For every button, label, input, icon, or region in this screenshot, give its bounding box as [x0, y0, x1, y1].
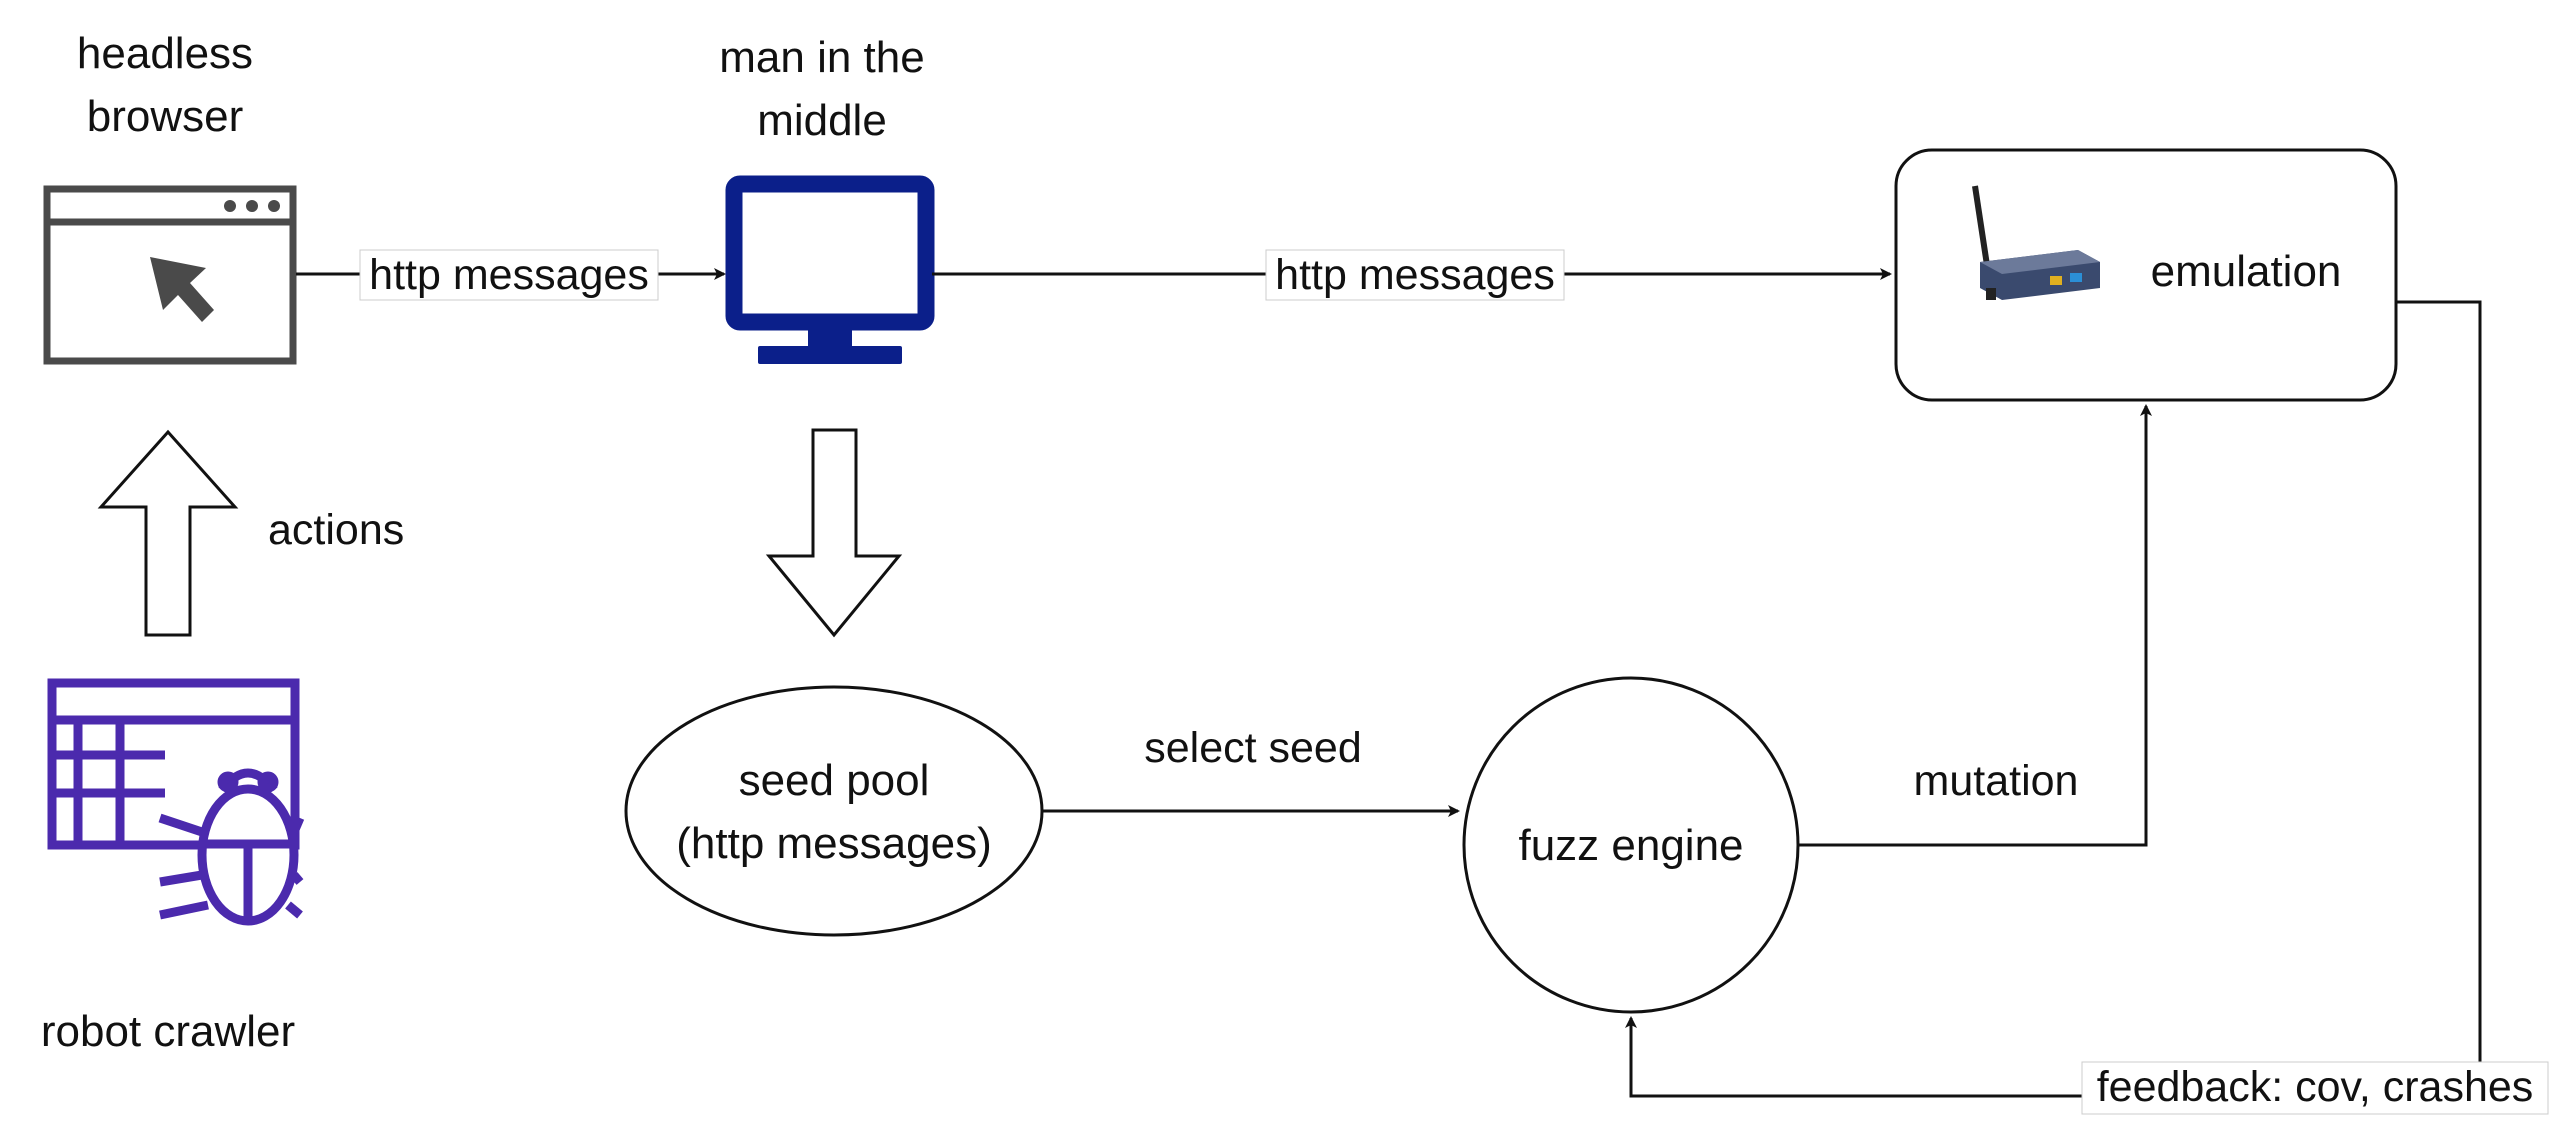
seed-pool-ellipse	[624, 685, 1044, 937]
monitor-icon	[725, 175, 935, 364]
edge-mutation	[1798, 404, 2152, 847]
actions-label: actions	[268, 506, 404, 554]
edge-feedback	[1625, 300, 2482, 1098]
fuzz-engine-label: fuzz engine	[1518, 821, 1743, 870]
emulation-box	[1894, 148, 2398, 402]
seed-pool-label-line2: (http messages)	[676, 819, 991, 868]
edge-label-select-seed: select seed	[1144, 724, 1362, 772]
edge-label-box-feedback	[2081, 1061, 2549, 1115]
seed-pool-label-line1: seed pool	[739, 756, 930, 805]
headless-browser-label-line2: browser	[87, 92, 244, 141]
browser-window-icon	[43, 185, 297, 365]
edge-label-mitm-emulation: http messages	[1275, 251, 1555, 299]
emulation-label: emulation	[2151, 247, 2342, 296]
actions-block-arrow	[97, 429, 239, 637]
wifi-router-icon	[1972, 185, 2100, 300]
table-bug-icon	[47, 678, 305, 926]
mitm-label-line1: man in the	[719, 33, 924, 82]
edge-label-feedback: feedback: cov, crashes	[2097, 1063, 2534, 1111]
edge-label-box-browser-mitm	[359, 249, 659, 301]
edge-label-browser-mitm: http messages	[369, 251, 649, 299]
edge-label-box-mitm-emulation	[1265, 249, 1565, 301]
capture-block-arrow	[765, 428, 903, 638]
mitm-label-line2: middle	[757, 96, 887, 145]
edge-label-mutation: mutation	[1914, 757, 2079, 805]
robot-crawler-label: robot crawler	[41, 1007, 295, 1056]
headless-browser-label-line1: headless	[77, 29, 253, 78]
